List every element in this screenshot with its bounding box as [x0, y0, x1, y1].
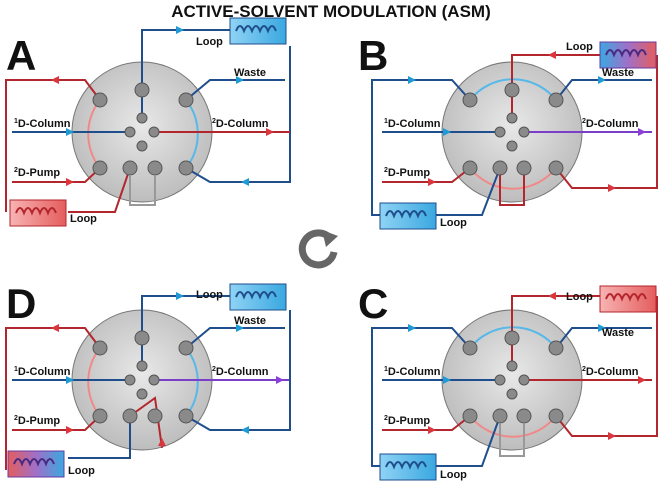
d1-sup: 1: [384, 118, 388, 125]
waste-label: Waste: [602, 327, 634, 339]
svg-text:2D-Column: 2D-Column: [212, 366, 269, 378]
loop-bottom-label: Loop: [68, 465, 95, 477]
loop-bottom-label: Loop: [440, 217, 467, 229]
waste-label: Waste: [602, 67, 634, 79]
d2-pump-label: D-Pump: [388, 415, 430, 427]
figure-title: ACTIVE-SOLVENT MODULATION (ASM): [171, 2, 491, 21]
svg-text:2D-Pump: 2D-Pump: [384, 415, 430, 427]
d2-sup: 2: [582, 118, 586, 125]
svg-text:1D-Column: 1D-Column: [14, 366, 71, 378]
loop-top-label: Loop: [566, 41, 593, 53]
d2-column-label: D-Column: [586, 366, 639, 378]
d2p-sup: 2: [384, 415, 388, 422]
panel-letter: A: [6, 32, 36, 79]
d2-column-label: D-Column: [586, 118, 639, 130]
d2-pump-label: D-Pump: [18, 167, 60, 179]
d2-column-label: D-Column: [216, 118, 269, 130]
d1-column-label: D-Column: [18, 118, 71, 130]
waste-label: Waste: [234, 315, 266, 327]
svg-text:2D-Pump: 2D-Pump: [14, 415, 60, 427]
d1-column-label: D-Column: [388, 118, 441, 130]
svg-text:2D-Column: 2D-Column: [582, 118, 639, 130]
svg-text:1D-Column: 1D-Column: [384, 118, 441, 130]
waste-line: [185, 79, 285, 101]
svg-text:2D-Column: 2D-Column: [582, 366, 639, 378]
loop-top-label: Loop: [196, 289, 223, 301]
panel-a: A Loop Waste: [5, 17, 291, 227]
svg-text:1D-Column: 1D-Column: [14, 118, 71, 130]
d2-sup: 2: [582, 366, 586, 373]
panel-letter: B: [358, 32, 388, 79]
d2-sup: 2: [212, 118, 216, 125]
d2p-sup: 2: [14, 415, 18, 422]
d1-sup: 1: [14, 366, 18, 373]
svg-text:2D-Column: 2D-Column: [212, 118, 269, 130]
d2-pump-label: D-Pump: [388, 167, 430, 179]
svg-text:2D-Pump: 2D-Pump: [384, 167, 430, 179]
red-channel: [87, 99, 101, 169]
panel-d: D Loop Waste 1D-Column 2D-Column: [5, 280, 291, 478]
d1-column-label: D-Column: [18, 366, 71, 378]
panel-b: B Loop Waste 1D-Column 2D-Column 2: [358, 32, 658, 230]
panel-letter: C: [358, 280, 388, 327]
d2p-sup: 2: [384, 167, 388, 174]
panel-letter: D: [6, 280, 36, 327]
loop-bottom: [9, 199, 67, 227]
cycle-arrow-icon: [298, 229, 338, 269]
loop-top: [229, 17, 287, 45]
d2-column-label: D-Column: [216, 366, 269, 378]
loop-top-label: Loop: [196, 36, 223, 48]
red-loop-line: [5, 79, 101, 212]
d1-column-label: D-Column: [388, 366, 441, 378]
bypass-loop: [129, 175, 156, 206]
svg-text:1D-Column: 1D-Column: [384, 366, 441, 378]
loop-out-line: [185, 46, 291, 183]
d2-sup: 2: [212, 366, 216, 373]
panel-c: C Loop Waste 1D-Column 2D-Column 2: [358, 280, 658, 481]
waste-label: Waste: [234, 67, 266, 79]
d2p-sup: 2: [14, 167, 18, 174]
loop-bottom-label: Loop: [70, 213, 97, 225]
blue-channel: [185, 99, 199, 169]
d1-sup: 1: [384, 366, 388, 373]
d2-pump-label: D-Pump: [18, 415, 60, 427]
loop-top-label: Loop: [566, 291, 593, 303]
loop-bottom-label: Loop: [440, 469, 467, 481]
svg-text:2D-Pump: 2D-Pump: [14, 167, 60, 179]
d1-sup: 1: [14, 118, 18, 125]
